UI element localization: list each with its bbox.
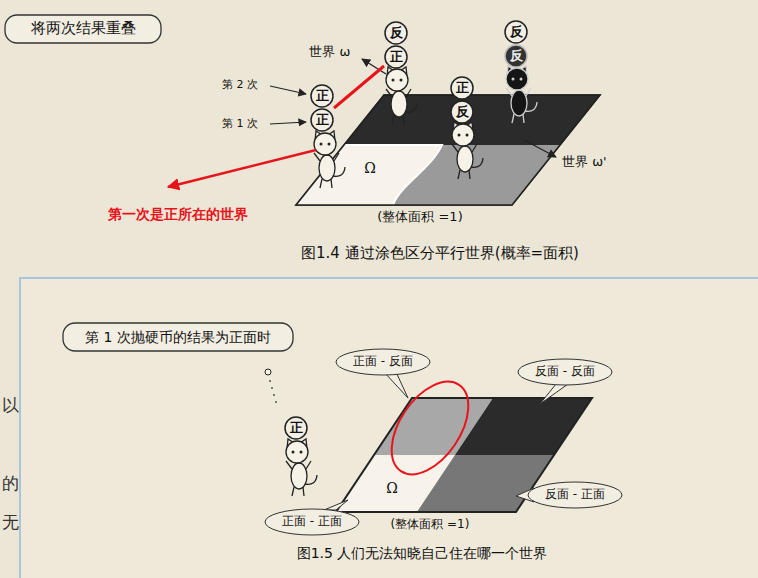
coin-face: 正 [390,50,403,65]
node-text: 第 1 次抛硬币的结果为正面时 [85,329,271,345]
bubble-tail [324,500,348,510]
red-annotation-arrow [168,150,316,187]
cut-off-text: 以 [2,395,19,415]
speech-bubble: 反面 - 反面 [517,358,613,386]
coin-trail [273,394,275,396]
leader-arrow [270,86,306,94]
node-text: 将两次结果重叠 [31,20,136,37]
coin-circle: 反 [450,100,474,124]
bubble-outline [265,509,359,535]
coin-face: 反 [390,26,403,41]
node-text: 反面 - 反面 [535,365,595,379]
omega-sheet [296,95,600,205]
bubble-outline [336,349,430,375]
bubble-outline [528,482,622,508]
area-label: (整体面积 =1) [377,209,462,225]
box-outline [5,15,161,43]
node-text: 正面 - 正面 [282,515,342,529]
coin-outline [311,109,333,131]
title-box: 第 1 次抛硬币的结果为正面时 [62,322,294,352]
coin-face: 正 [290,421,303,436]
cat-figure [314,131,345,188]
coin-circle: 正 [384,45,408,69]
cat-figure [386,67,417,124]
node-text: 正面 - 反面 [353,355,413,369]
bubble-tail [540,384,568,404]
coin-face: 正 [316,89,329,104]
coin-trail [271,387,273,389]
coin-face: 正 [456,81,469,96]
coin-outline [505,45,527,67]
coin-outline [451,101,473,123]
coin-circle: 正 [450,76,474,100]
coin-circle: 反 [504,44,528,68]
omega-label: Ω [386,480,398,497]
coin-face: 正 [316,113,329,128]
world-region-dark [455,398,592,455]
world-arrow [524,140,556,157]
omega-label: Ω [364,160,376,177]
bubble-outline [518,359,612,385]
figure-panel [20,278,758,578]
bubble-tail [384,372,408,398]
speech-bubble: 正面 - 反面 [335,348,431,376]
coin-circle: 正 [284,416,308,440]
coin-face: 反 [456,105,469,120]
sheet-outline [296,95,600,205]
coin-outline [385,46,407,68]
area-label: (整体面积 =1) [391,517,470,531]
cat-figure [286,439,317,496]
fold-line [344,145,442,205]
box-outline [63,323,293,351]
figure-caption: 图1.4 通过涂色区分平行世界(概率=面积) [301,244,579,262]
speech-bubble: 正面 - 正面 [264,508,360,536]
world-label: 世界 ω' [562,154,607,170]
coin-outline [311,85,333,107]
cut-off-text: 的 [2,473,19,493]
coin-outline [385,22,407,44]
red-annotation: 第一次是正所在的世界 [108,206,248,223]
cat-figure [452,122,483,179]
leader-arrow [270,122,306,124]
red-circle-mark [376,368,484,488]
coin-outline [505,21,527,43]
toss-label: 第 2 次 [222,78,258,91]
coin-trail [265,369,271,375]
coin-outline [451,77,473,99]
coin-trail [275,401,277,403]
cut-off-text: 无 [2,512,19,532]
coin-face: 反 [510,49,523,64]
coin-circle: 反 [504,20,528,44]
coin-circle: 反 [384,21,408,45]
cat-figure [506,66,537,123]
title-box: 将两次结果重叠 [4,14,162,44]
figure-caption: 图1.5 人们无法知晓自己住在哪一个世界 [297,545,548,562]
red-highlight-line [334,66,384,108]
toss-label: 第 1 次 [222,117,258,130]
speech-bubble: 反面 - 正面 [527,481,623,509]
coin-circle: 正 [310,84,334,108]
coin-face: 反 [510,25,523,40]
coin-trail [269,380,271,382]
coin-outline [285,417,307,439]
node-text: 反面 - 正面 [545,488,605,502]
world-label: 世界 ω [309,44,350,60]
coin-circle: 正 [310,108,334,132]
